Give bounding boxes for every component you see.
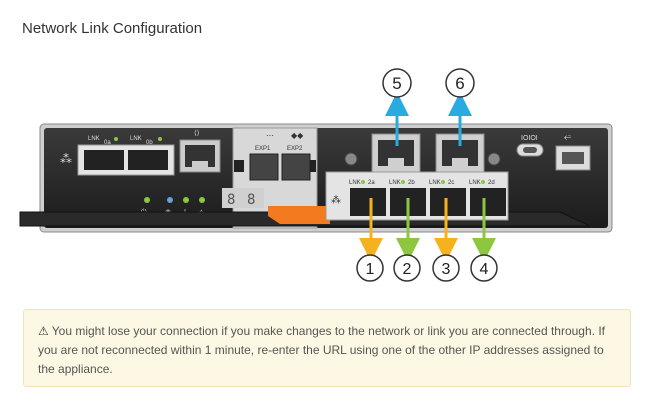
svg-text:6: 6: [455, 74, 464, 93]
segment-digit-2: 8: [247, 192, 255, 208]
port-label-0b: 0b: [146, 140, 153, 146]
svg-text:⁂: ⁂: [331, 195, 341, 206]
svg-text:3: 3: [442, 261, 451, 278]
svg-text:4: 4: [480, 261, 489, 278]
seven-segment-display: 8 8: [222, 188, 264, 208]
svg-text:⏻: ⏻: [141, 208, 147, 216]
warning-message: You might lose your connection if you ma…: [38, 324, 605, 376]
callout-5: 5: [382, 68, 412, 98]
svg-text:5: 5: [392, 74, 401, 93]
svg-text:1: 1: [366, 261, 375, 278]
serial-port: IOIOI: [516, 135, 544, 157]
page-title: Network Link Configuration: [22, 20, 203, 37]
svg-text:IOIOI: IOIOI: [521, 135, 538, 142]
svg-text:⋯: ⋯: [266, 131, 274, 140]
callout-4: 4: [470, 254, 498, 282]
lnk-label-0a: LNK: [88, 136, 100, 142]
lnk-label-2c: LNK: [429, 180, 441, 186]
svg-text:!: !: [184, 209, 186, 216]
management-port-5: [371, 133, 421, 173]
host-port-group-0: LNK 0a LNK 0b: [77, 136, 175, 176]
status-led-group: ⏻ ◉ ! ⟡: [141, 197, 205, 216]
callout-6: 6: [445, 68, 475, 98]
lnk-label-2b: LNK: [389, 180, 401, 186]
host-network-icon: ⁂: [60, 152, 72, 166]
lnk-label-2d: LNK: [469, 180, 481, 186]
chassis-handle: [19, 211, 591, 227]
management-port-6: [435, 133, 485, 173]
warning-triangle-icon: ⚠: [38, 324, 49, 338]
callout-3: 3: [432, 254, 460, 282]
port-label-2c: 2c: [448, 180, 454, 186]
screw-left: [344, 152, 358, 166]
port-label-2d: 2d: [488, 180, 495, 186]
lnk-label-0b: LNK: [130, 136, 142, 142]
svg-text:◆◆: ◆◆: [291, 131, 304, 140]
callout-2: 2: [393, 254, 421, 282]
chassis-panel: [44, 128, 608, 228]
release-latch: [268, 206, 330, 224]
exp1-label: EXP1: [255, 146, 271, 152]
svg-text:⭉: ⭉: [564, 132, 571, 142]
port-label-2a: 2a: [368, 180, 375, 186]
callout-1: 1: [356, 254, 384, 282]
expansion-port-group: EXP1 EXP2 ⋯ ◆◆: [232, 127, 318, 229]
svg-text:⟡: ⟡: [199, 209, 204, 216]
exp2-label: EXP2: [287, 146, 303, 152]
management-port-left: ⟨⟩: [179, 129, 221, 173]
warning-alert: ⚠You might lose your connection if you m…: [23, 309, 631, 387]
lnk-label-2a: LNK: [349, 180, 361, 186]
port-label-0a: 0a: [104, 140, 111, 146]
chassis-frame: [39, 123, 613, 233]
svg-text:2: 2: [403, 261, 412, 278]
screw-right: [487, 152, 501, 166]
svg-text:⟨⟩: ⟨⟩: [194, 129, 200, 137]
segment-digit-1: 8: [227, 192, 235, 208]
svg-text:◉: ◉: [165, 209, 171, 216]
network-port-group-2: LNK 2a LNK 2b LNK 2c LNK 2d ⁂: [325, 171, 509, 221]
port-label-2b: 2b: [408, 180, 415, 186]
usb-port: ⭉: [555, 132, 591, 171]
